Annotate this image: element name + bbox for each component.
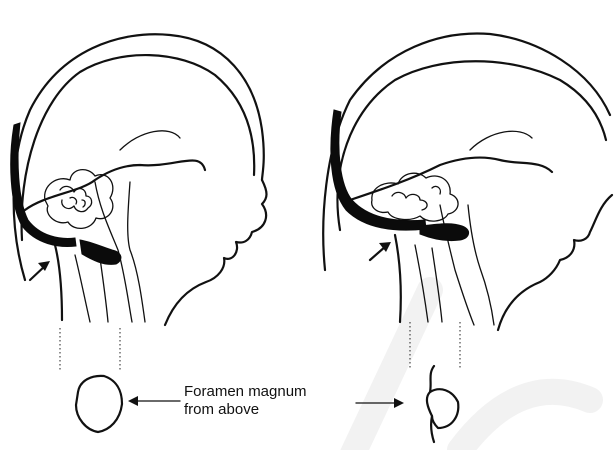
left-neck-back	[55, 245, 62, 320]
left-cerebellum	[45, 170, 113, 229]
right-sinus-lower	[420, 224, 469, 241]
right-sulcus	[470, 131, 532, 150]
right-spinal-a	[415, 245, 428, 322]
left-sulcus	[120, 131, 180, 150]
right-cerebellum	[372, 173, 458, 221]
left-brainstem-b	[128, 182, 145, 322]
left-tentorium	[25, 160, 205, 210]
right-brainstem-a	[440, 205, 474, 325]
right-foramen	[427, 366, 434, 442]
arrow-icon	[370, 242, 391, 260]
right-tentorium	[350, 158, 552, 200]
foramen-caption: Foramen magnum from above	[184, 383, 354, 419]
right-face-profile	[498, 195, 612, 330]
left-foramen	[76, 376, 122, 432]
right-brainstem-b	[468, 205, 494, 325]
right-brain-outline	[337, 61, 606, 230]
right-spinal-b	[432, 248, 442, 322]
left-brain-outline	[22, 55, 255, 240]
right-neck-back	[395, 235, 401, 322]
left-spinal-a	[75, 255, 90, 322]
left-face-profile	[165, 180, 267, 325]
arrow-icon	[30, 261, 50, 280]
right-foramen-rim	[430, 389, 458, 428]
caption-line-2: from above	[184, 401, 354, 419]
right-head	[323, 34, 612, 442]
left-head	[11, 34, 267, 432]
caption-line-1: Foramen magnum	[184, 383, 354, 401]
left-spinal-b	[100, 258, 108, 322]
